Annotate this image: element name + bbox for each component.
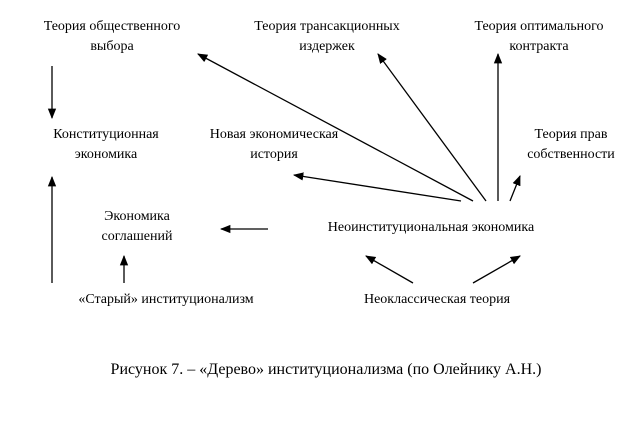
node-neo-institutional: Неоинституциональная экономика (328, 220, 535, 235)
node-property-rights-line1: Теория прав (535, 127, 608, 142)
node-property-rights-line2: собственности (527, 147, 615, 162)
arrow-neoclassical-to-neo-inst-left (365, 255, 414, 284)
node-new-econ-history-line1: Новая экономическая (210, 127, 339, 142)
node-constitutional-line2: экономика (75, 147, 138, 162)
node-transaction-costs-line2: издержек (299, 39, 355, 54)
node-neoclassical: Неоклассическая теория (364, 292, 511, 307)
arrow-neo-inst-to-public-choice (197, 53, 474, 202)
node-conventions-line2: соглашений (102, 229, 173, 244)
node-transaction-costs-line1: Теория трансакционных (254, 19, 399, 34)
node-old-institutionalism: «Старый» институционализм (78, 292, 253, 307)
node-public-choice-line2: выбора (90, 39, 134, 54)
arrow-neo-inst-to-property-rights (509, 175, 521, 202)
node-constitutional-line1: Конституционная (53, 127, 159, 142)
arrow-neo-inst-to-new-econ-history (292, 172, 462, 202)
arrow-neo-inst-to-transaction-costs (377, 53, 487, 202)
node-new-econ-history-line2: история (250, 147, 298, 162)
node-conventions-line1: Экономика (104, 209, 171, 224)
node-optimal-contract-line2: контракта (509, 39, 569, 54)
node-optimal-contract-line1: Теория оптимального (474, 19, 603, 34)
figure-caption: Рисунок 7. – «Дерево» институционализма … (111, 361, 542, 378)
node-public-choice-line1: Теория общественного (44, 19, 181, 34)
arrow-neoclassical-to-neo-inst-right (472, 255, 521, 284)
